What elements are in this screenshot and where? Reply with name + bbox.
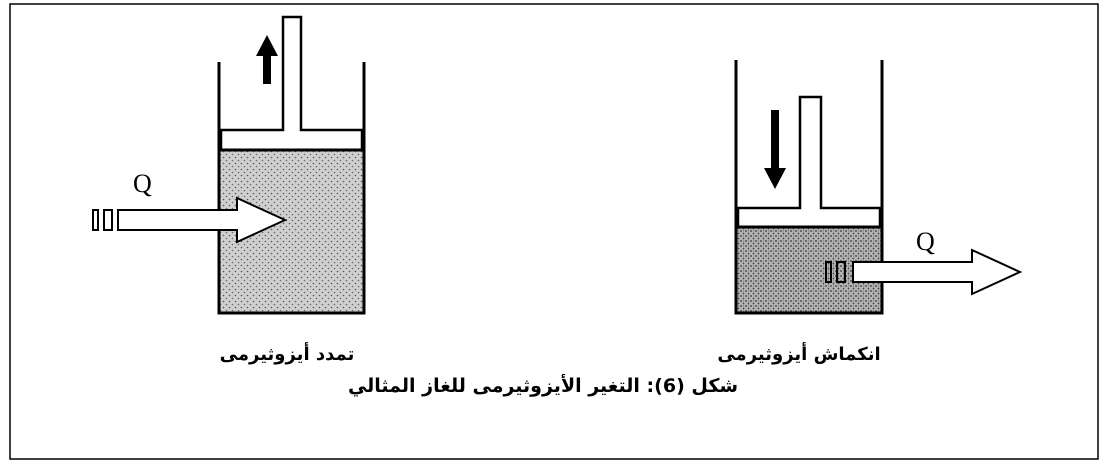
- figure-caption: شكل (6): التغير الأيزوثيرمى للغاز المثال…: [348, 374, 738, 397]
- compression-label: انكماش أيزوثيرمى: [717, 342, 880, 365]
- up-arrow-icon: [256, 35, 278, 84]
- expansion-cylinder: [217, 62, 366, 315]
- expansion-piston: [219, 15, 364, 152]
- expansion-heat-label: Q: [133, 169, 152, 198]
- compression-cylinder: [734, 60, 884, 315]
- down-arrow-icon: [764, 110, 786, 189]
- compression-heat-label: Q: [916, 227, 935, 256]
- heat-in-arrow-icon: [92, 196, 288, 244]
- expansion-diagram: Q تمدد أيزوثيرمى: [92, 15, 366, 365]
- compression-diagram: Q انكماش أيزوثيرمى: [717, 60, 1023, 365]
- expansion-label: تمدد أيزوثيرمى: [220, 342, 355, 365]
- figure-frame: [9, 3, 1099, 460]
- heat-out-arrow-icon: [825, 248, 1023, 296]
- compression-piston: [736, 95, 882, 229]
